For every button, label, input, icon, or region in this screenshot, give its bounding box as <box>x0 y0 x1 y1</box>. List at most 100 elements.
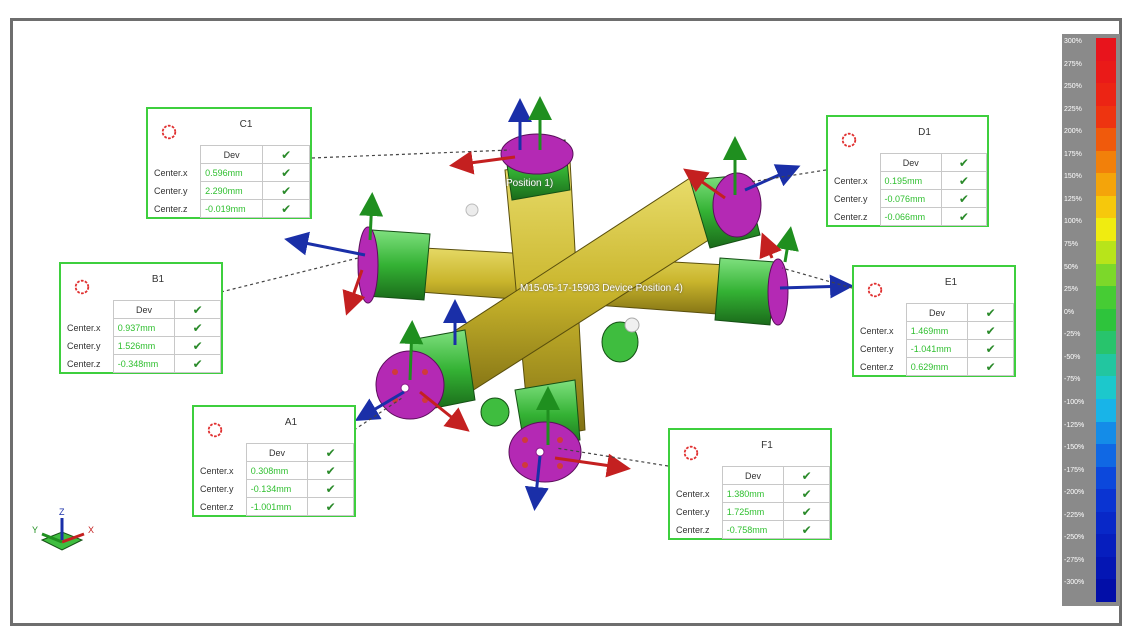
position-annotation: Position 1) <box>506 178 554 189</box>
check-icon: ✔ <box>262 163 310 182</box>
feature-name: F1 <box>761 440 773 451</box>
row-label: Center.y <box>67 340 101 351</box>
dev-column-header: Dev <box>245 443 309 462</box>
deviation-value: -0.758mm <box>721 520 785 539</box>
row-label: Center.x <box>200 465 234 476</box>
deviation-value: -0.066mm <box>879 207 942 226</box>
deviation-value: 1.526mm <box>112 336 176 355</box>
dev-column-header: Dev <box>112 300 176 319</box>
check-icon: ✔ <box>307 497 354 516</box>
color-scale-label: -75% <box>1064 376 1081 384</box>
feature-name: D1 <box>918 127 931 138</box>
color-scale-label: -25% <box>1064 331 1081 339</box>
check-icon: ✔ <box>174 354 221 373</box>
color-scale-swatch <box>1096 286 1116 310</box>
table-row: Center.z-0.019mm✔ <box>152 199 310 218</box>
dev-column-header: Dev <box>721 466 785 485</box>
deviation-value: -0.348mm <box>112 354 176 373</box>
tube-d1-a1 <box>375 172 762 427</box>
color-scale-swatch <box>1096 218 1116 242</box>
deviation-value: 1.380mm <box>721 484 785 503</box>
feature-name: E1 <box>944 277 958 288</box>
check-icon: ✔ <box>174 300 221 319</box>
deviation-value: -0.134mm <box>245 479 309 498</box>
color-scale-swatch <box>1096 128 1116 152</box>
triad-x-label: X <box>88 525 94 535</box>
color-scale-label: 200% <box>1064 128 1082 136</box>
row-label: Center.y <box>200 483 234 494</box>
check-icon: ✔ <box>940 171 988 190</box>
color-scale-label: 300% <box>1064 38 1082 45</box>
color-scale-label: -100% <box>1064 398 1085 406</box>
check-icon: ✔ <box>174 318 221 337</box>
check-icon: ✔ <box>940 153 988 172</box>
triad-z-label: Z <box>59 507 65 517</box>
check-icon: ✔ <box>940 189 988 208</box>
orientation-triad: Z X Y <box>32 507 94 551</box>
row-label: Center.z <box>200 501 234 512</box>
color-scale-swatch <box>1096 466 1116 490</box>
circle-feature-icon <box>161 124 177 140</box>
check-icon: ✔ <box>967 339 1014 358</box>
check-icon: ✔ <box>174 336 221 355</box>
check-icon: ✔ <box>940 207 988 226</box>
deviation-value: -0.019mm <box>200 199 264 218</box>
row-label: Center.z <box>860 361 894 372</box>
circle-feature-icon <box>867 282 883 298</box>
check-icon: ✔ <box>967 321 1014 340</box>
check-icon: ✔ <box>967 357 1014 376</box>
deviation-value: 0.596mm <box>200 163 264 182</box>
row-label: Center.x <box>67 322 101 333</box>
deviation-value: 1.469mm <box>905 321 969 340</box>
color-scale-swatch <box>1096 331 1116 355</box>
color-scale-swatch <box>1096 489 1116 513</box>
feature-name: A1 <box>284 417 298 428</box>
color-scale-label: 250% <box>1064 83 1082 91</box>
color-scale-swatch <box>1096 60 1116 84</box>
deviation-value: -0.076mm <box>879 189 942 208</box>
row-label: Center.z <box>154 203 188 214</box>
row-label: Center.x <box>154 167 188 178</box>
circle-feature-icon <box>841 132 857 148</box>
dev-column-header: Dev <box>200 145 264 164</box>
color-scale-swatch <box>1096 105 1116 129</box>
row-label: Center.x <box>676 488 710 499</box>
deviation-value: 0.195mm <box>879 171 942 190</box>
color-scale-label: -150% <box>1064 444 1085 452</box>
color-scale-swatch <box>1096 353 1116 377</box>
table-row: Center.y-0.134mm✔ <box>198 479 354 498</box>
color-scale-swatch <box>1096 173 1116 197</box>
color-scale-label: 100% <box>1064 218 1082 226</box>
color-scale-label: -250% <box>1064 534 1085 542</box>
circle-feature-icon <box>683 445 699 461</box>
check-icon: ✔ <box>307 443 354 462</box>
color-scale-label: 275% <box>1064 60 1082 68</box>
color-scale-swatch <box>1096 398 1116 422</box>
check-icon: ✔ <box>307 461 354 480</box>
triad-y-label: Y <box>32 525 38 535</box>
deviation-value: -1.041mm <box>905 339 969 358</box>
table-row: Center.z-0.758mm✔ <box>674 520 830 539</box>
color-scale-label: 225% <box>1064 105 1082 113</box>
color-scale-label: 75% <box>1064 241 1079 249</box>
table-row: Center.y 1.526mm✔ <box>65 336 221 355</box>
color-scale-swatch <box>1096 511 1116 535</box>
deviation-value: -1.001mm <box>245 497 309 516</box>
row-label: Center.z <box>834 211 868 222</box>
table-row: Center.z -1.001mm✔ <box>198 497 354 516</box>
check-icon: ✔ <box>783 520 830 539</box>
